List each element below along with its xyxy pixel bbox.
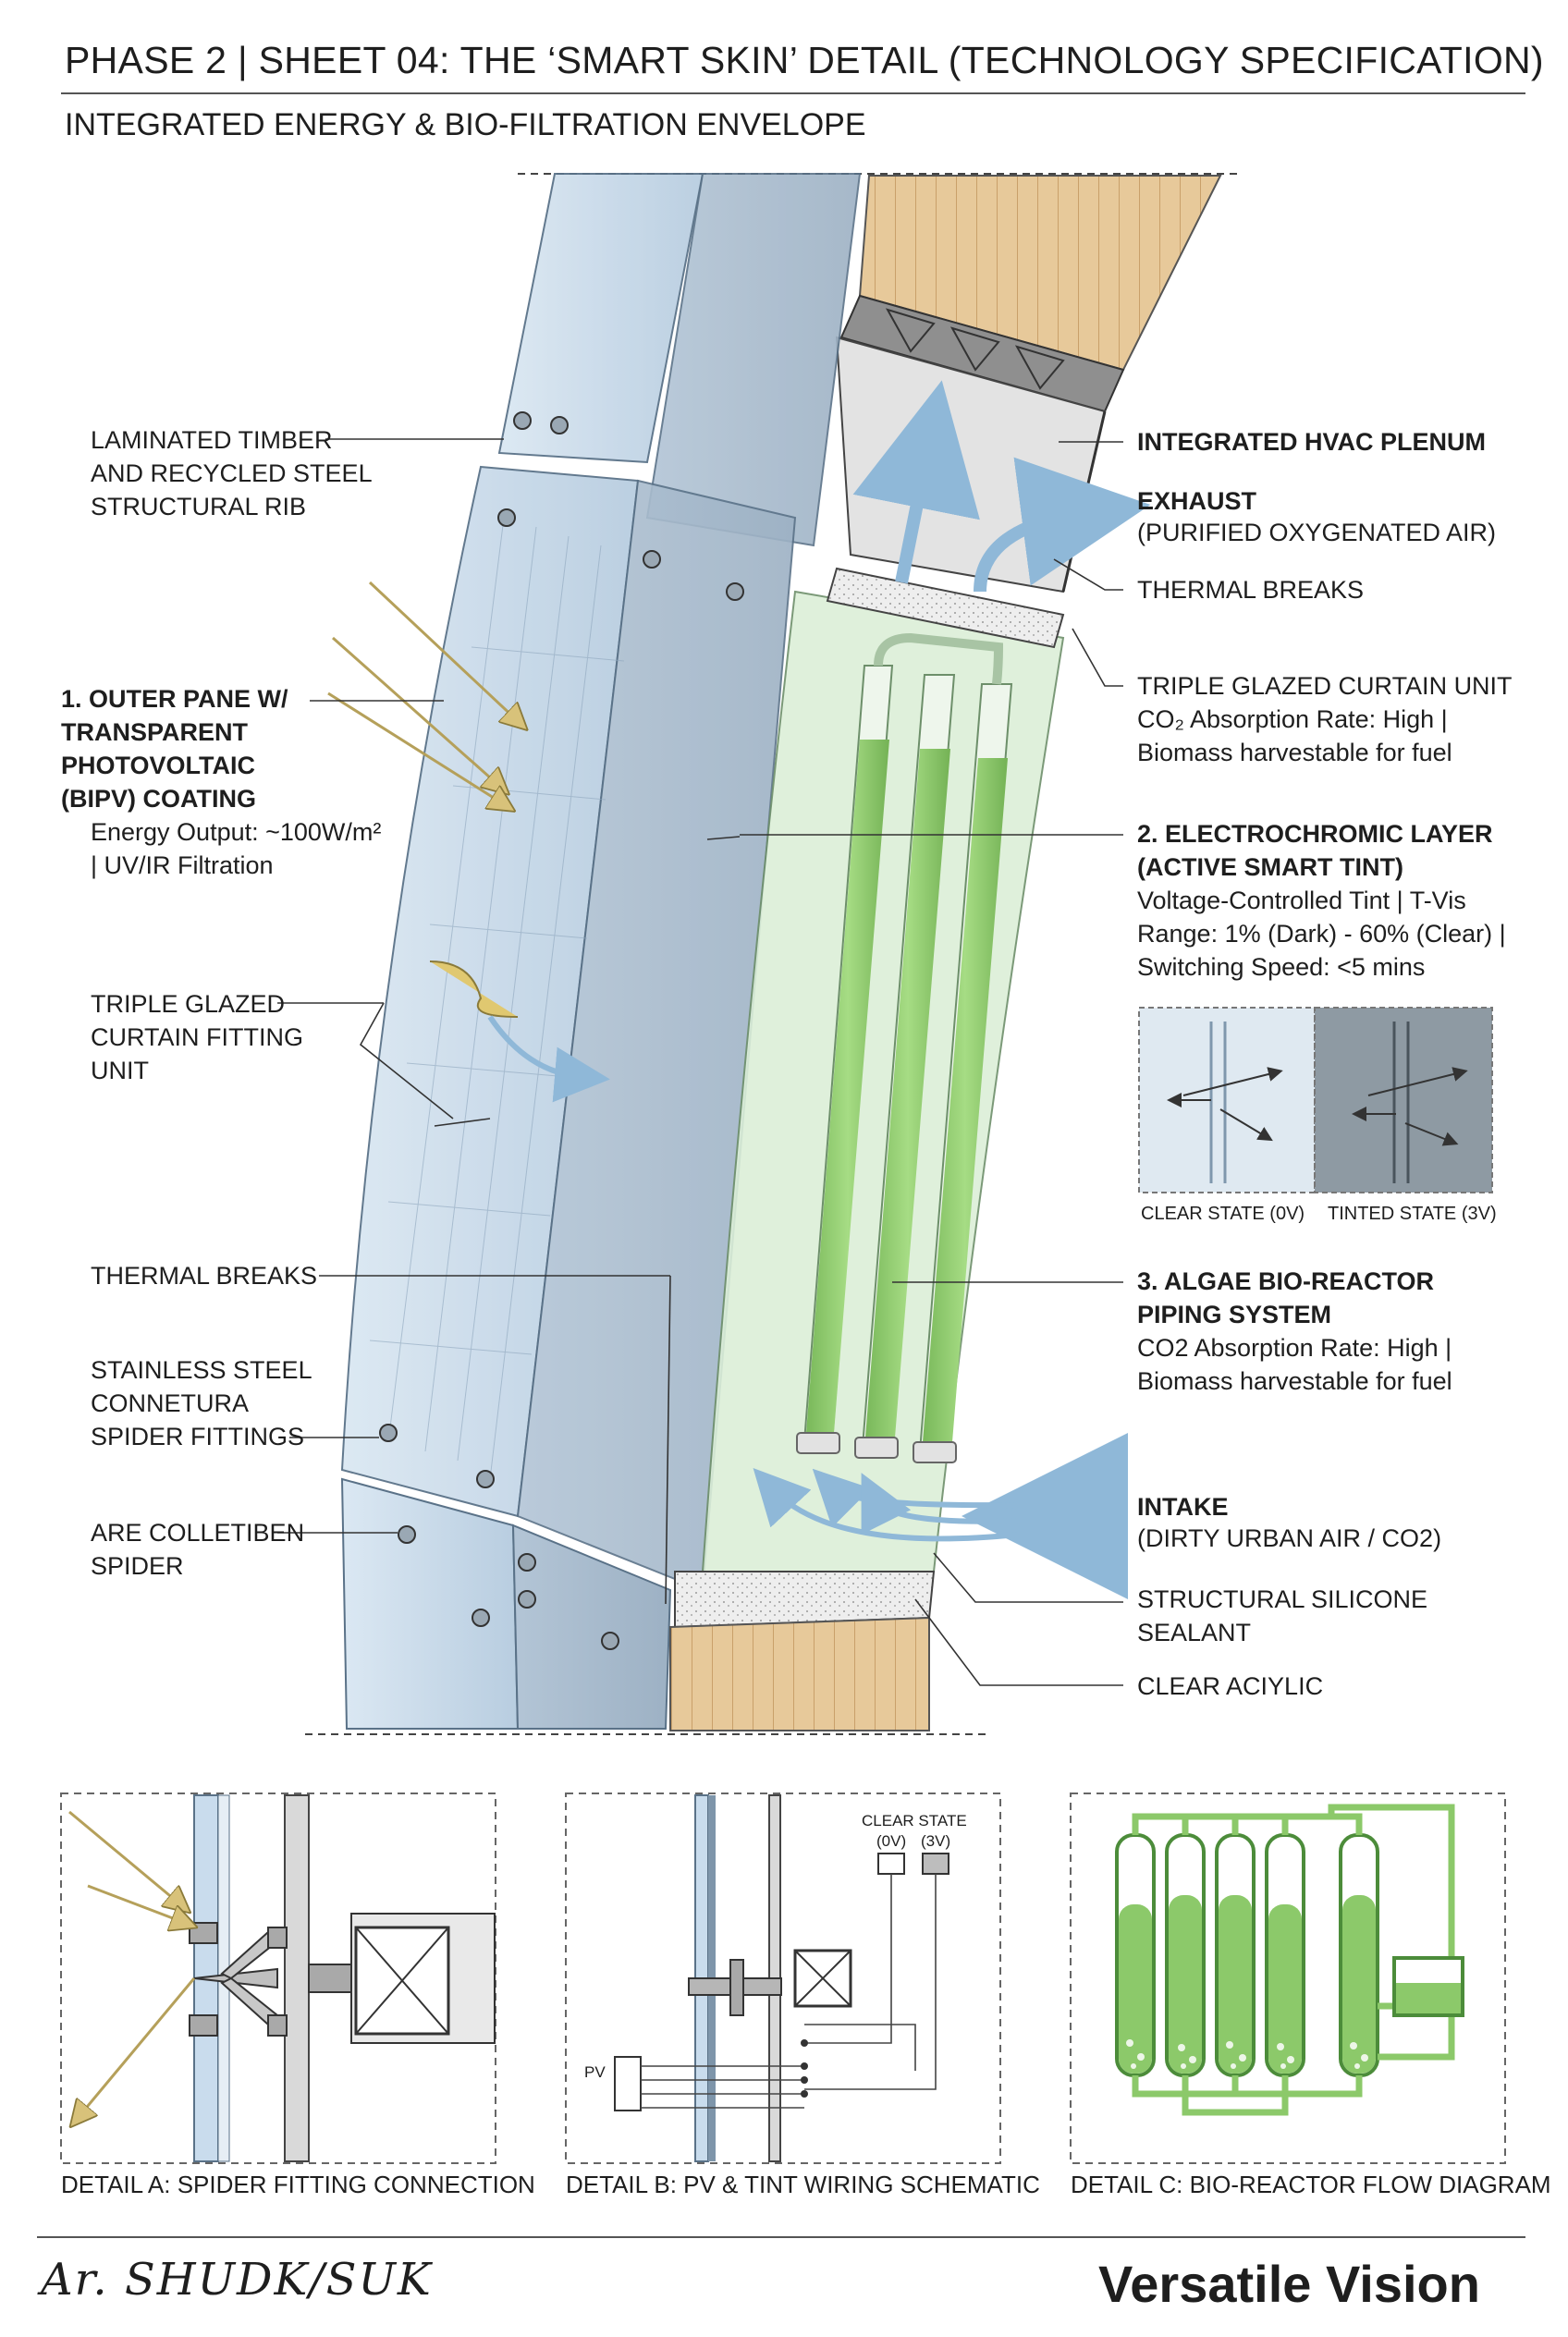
tinted-state-box [1314, 1007, 1493, 1193]
label-hvac-plenum: INTEGRATED HVAC PLENUM [1137, 428, 1486, 456]
upper-glass-inner [645, 173, 862, 547]
label-curtain-unit-desc: CO₂ Absorption Rate: High | Biomass harv… [1137, 705, 1452, 766]
label-electrochromic-desc: Voltage-Controlled Tint | T-Vis Range: 1… [1137, 887, 1506, 981]
light-transmit-arrow [487, 1015, 610, 1103]
label-curtain-fitting: TRIPLE GLAZED CURTAIN FITTING UNIT [91, 990, 303, 1084]
exhaust-arrow-up [852, 380, 980, 584]
detail-c-caption: DETAIL C: BIO-REACTOR FLOW DIAGRAM [1071, 2171, 1551, 2198]
label-silicone-sealant: STRUCTURAL SILICONE SEALANT [1137, 1585, 1428, 1646]
exhaust-arrow-out [974, 457, 1151, 593]
label-intake-desc: (DIRTY URBAN AIR / CO2) [1137, 1524, 1442, 1552]
clear-state-box [1138, 1007, 1316, 1193]
label-intake-title: INTAKE [1137, 1493, 1229, 1521]
lower-glass-inner [511, 1523, 672, 1730]
pv-grid [369, 517, 625, 1480]
sunlight-arrows [327, 581, 518, 804]
sheet-subtitle: INTEGRATED ENERGY & BIO-FILTRATION ENVEL… [65, 107, 866, 142]
outer-pane-bipv [340, 465, 640, 1518]
intake-flow-arrows [753, 1468, 1018, 1542]
detail-b-caption: DETAIL B: PV & TINT WIRING SCHEMATIC [566, 2171, 1040, 2198]
label-clear-acrylic: CLEAR ACIYLIC [1137, 1672, 1324, 1700]
tint-state-inset [1138, 1007, 1493, 1193]
detail-c-frame [1070, 1793, 1506, 2164]
label-exhaust-title: EXHAUST [1137, 487, 1257, 515]
algae-tubes [796, 632, 1013, 1463]
label-collet-spider: ARE COLLETIBEN SPIDER [91, 1519, 305, 1580]
label-algae-desc: CO2 Absorption Rate: High | Biomass harv… [1137, 1334, 1452, 1395]
detail-b-frame [565, 1793, 1001, 2164]
detail-b-3v: (3V) [921, 1832, 951, 1850]
label-algae-title: 3. ALGAE BIO-REACTOR PIPING SYSTEM [1137, 1267, 1435, 1328]
detail-c-drawing [1115, 1804, 1464, 2116]
label-outer-pane-desc: Energy Output: ~100W/m² | UV/IR Filtrati… [91, 818, 382, 879]
leader-lines-left [277, 438, 741, 1605]
top-thermal-break [826, 567, 1065, 649]
label-thermal-breaks-right: THERMAL BREAKS [1137, 576, 1365, 604]
brand-logo: Versatile Vision [1098, 2255, 1480, 2313]
detail-b-0v: (0V) [876, 1832, 907, 1850]
detail-a-caption: DETAIL A: SPIDER FITTING CONNECTION [61, 2171, 535, 2198]
title-rule [61, 92, 1525, 94]
leader-lines-right [740, 441, 1123, 1686]
architect-signature: Ar. SHUDK/SUK [41, 2254, 433, 2306]
detail-a-frame [60, 1793, 496, 2164]
lower-glass-outer [340, 1477, 520, 1730]
label-electrochromic-title: 2. ELECTROCHROMIC LAYER (ACTIVE SMART TI… [1137, 820, 1493, 881]
spider-bolts [379, 411, 744, 1650]
label-outer-pane-title: 1. OUTER PANE W/ TRANSPARENT PHOTOVOLTAI… [61, 685, 288, 813]
timber-beam-bottom [669, 1616, 930, 1731]
sheet-title: PHASE 2 | SHEET 04: THE ‘SMART SKIN’ DET… [65, 39, 1544, 81]
detail-b-pv: PV [584, 2063, 606, 2081]
label-thermal-breaks-left: THERMAL BREAKS [91, 1262, 318, 1290]
detail-a-drawing [68, 1794, 496, 2162]
heat-squiggle [429, 960, 519, 1018]
label-exhaust-desc: (PURIFIED OXYGENATED AIR) [1137, 519, 1497, 546]
detail-b-clear-state: CLEAR STATE [862, 1812, 967, 1829]
label-clear-state: CLEAR STATE (0V) [1141, 1204, 1305, 1224]
label-spider-fittings: STAINLESS STEEL CONNETURA SPIDER FITTING… [91, 1356, 312, 1450]
upper-glass-outer [497, 173, 704, 464]
label-curtain-unit-title: TRIPLE GLAZED CURTAIN UNIT [1137, 672, 1513, 700]
detail-b-drawing [614, 1794, 949, 2162]
label-timber-rib: LAMINATED TIMBER AND RECYCLED STEEL STRU… [91, 426, 373, 520]
label-tinted-state: TINTED STATE (3V) [1328, 1204, 1497, 1224]
